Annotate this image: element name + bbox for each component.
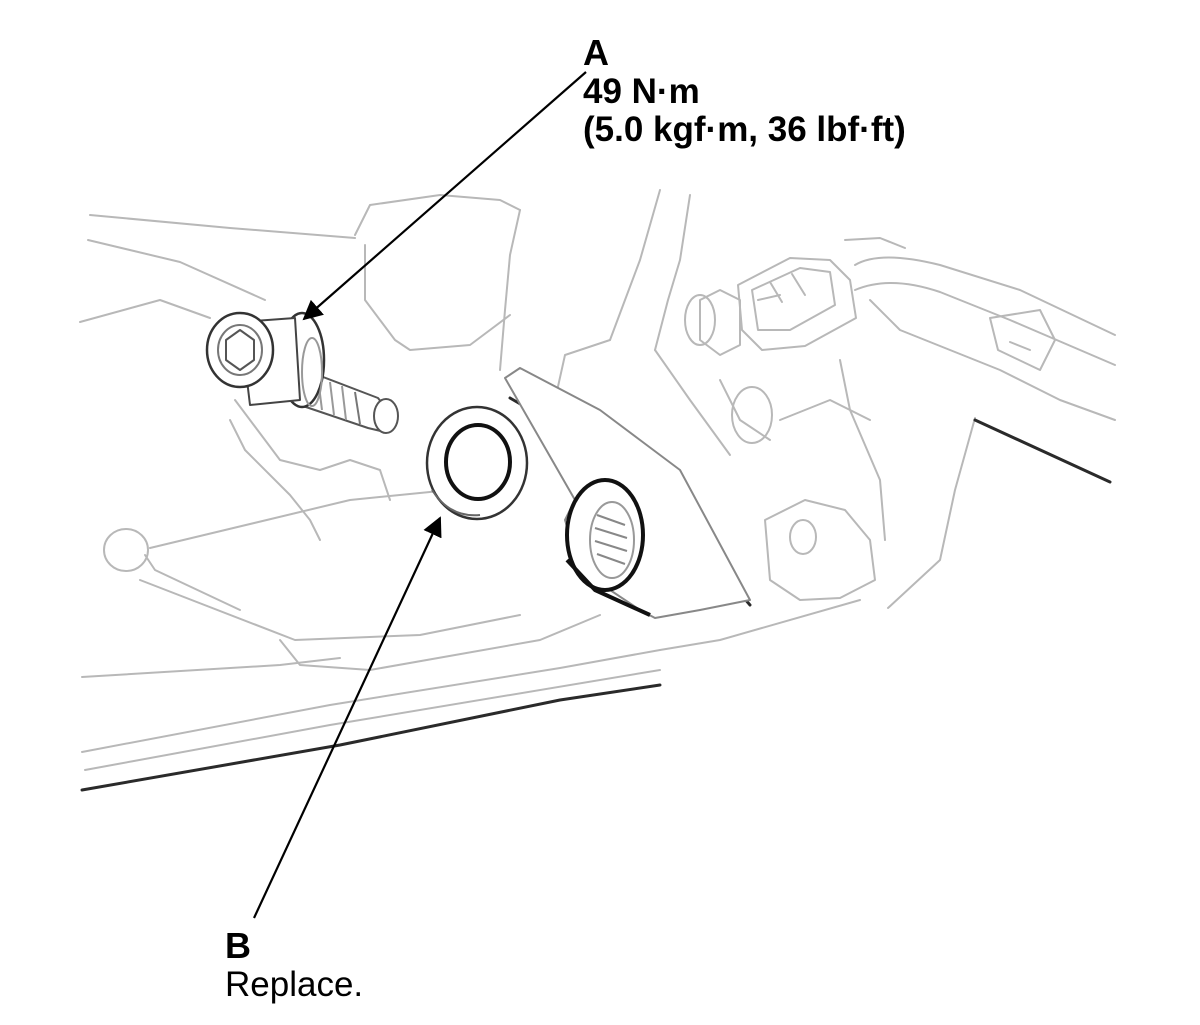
callout-b: B Replace.: [225, 925, 364, 1004]
sealing-washer: [425, 405, 529, 521]
callout-a-torque-alt: (5.0 kgf·m, 36 lbf·ft): [583, 109, 906, 149]
callout-a-letter: A: [583, 32, 609, 73]
callout-a-torque: 49 N·m: [583, 71, 700, 111]
bracket-boss: [504, 367, 751, 619]
callout-b-letter: B: [225, 925, 251, 966]
leader-line-b: [253, 516, 442, 919]
callout-a: A 49 N·m (5.0 kgf·m, 36 lbf·ft): [583, 32, 906, 149]
flange-bolt: [205, 311, 399, 434]
leader-line-a: [302, 71, 587, 321]
callout-b-note: Replace.: [225, 964, 364, 1004]
